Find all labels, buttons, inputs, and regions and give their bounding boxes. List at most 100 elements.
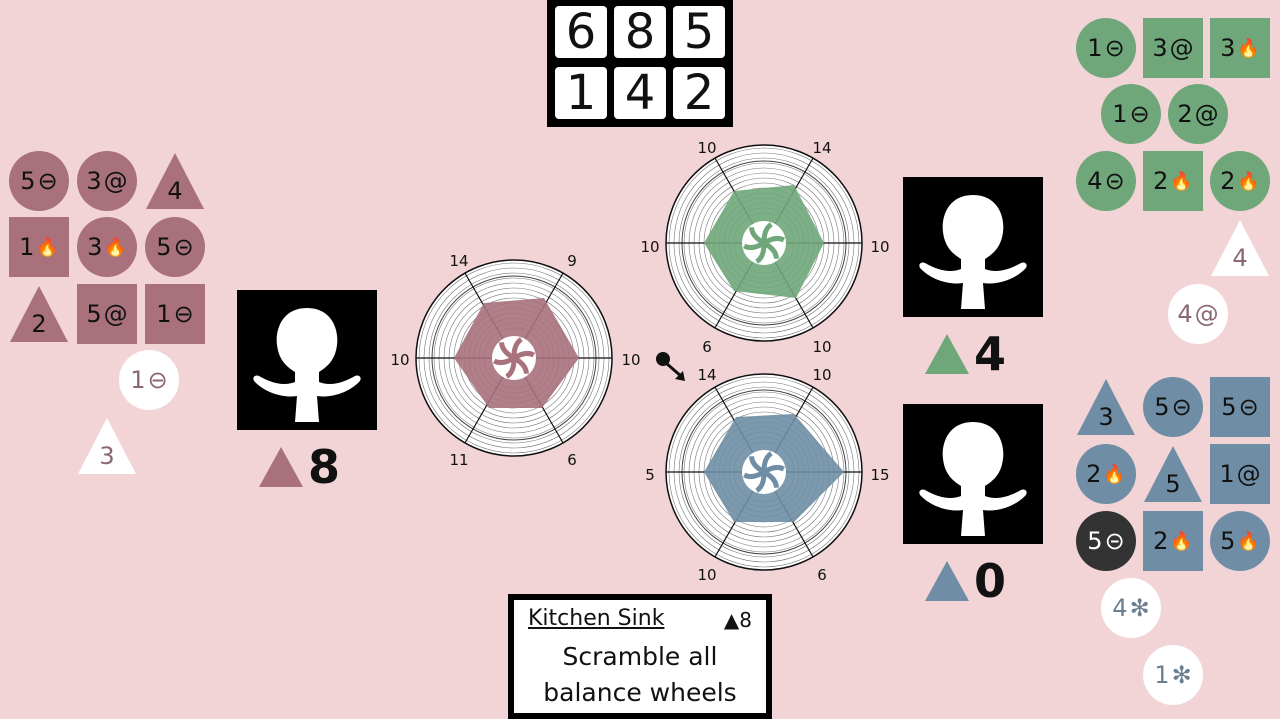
wave-circle-icon: ⊝ bbox=[1238, 393, 1259, 421]
left-token[interactable]: 5@ bbox=[77, 284, 137, 344]
person-icon bbox=[253, 308, 361, 422]
left-token[interactable]: 3🔥 bbox=[77, 217, 137, 277]
green-token[interactable]: 2@ bbox=[1168, 84, 1228, 144]
left-token[interactable]: 1🔥 bbox=[9, 217, 69, 277]
triangle-icon bbox=[146, 153, 204, 209]
green-token[interactable]: 4@ bbox=[1168, 284, 1228, 344]
green-token[interactable]: 2🔥 bbox=[1210, 151, 1270, 211]
left-token[interactable]: 4 bbox=[145, 151, 205, 211]
flame-icon: 🔥 bbox=[1237, 37, 1260, 59]
blue-token[interactable]: 1@ bbox=[1210, 444, 1270, 504]
flame-icon: 🔥 bbox=[36, 236, 59, 258]
left-token[interactable]: 3 bbox=[77, 416, 137, 476]
flame-icon: 🔥 bbox=[104, 236, 127, 258]
triangle-icon bbox=[78, 418, 136, 474]
balance-wheel-graphic bbox=[665, 144, 863, 342]
left-token[interactable]: 1⊖ bbox=[145, 284, 205, 344]
blue-balance-wheel[interactable] bbox=[664, 372, 864, 572]
triangle-icon bbox=[1077, 379, 1135, 435]
green-player-score: 4 bbox=[924, 327, 1006, 381]
spiral-icon: @ bbox=[1236, 460, 1261, 488]
green-token[interactable]: 4⊝ bbox=[1076, 151, 1136, 211]
dial-label: 10 bbox=[812, 366, 832, 384]
counter-digit: 2 bbox=[673, 67, 725, 119]
wave-circle-icon: ⊝ bbox=[1104, 34, 1125, 62]
triangle-icon bbox=[1211, 220, 1269, 276]
score-counter: 6 8 5 1 4 2 bbox=[547, 0, 733, 127]
flame-icon: 🔥 bbox=[1170, 170, 1193, 192]
dial-label: 15 bbox=[870, 466, 890, 484]
wave-circle-icon: ⊝ bbox=[1171, 393, 1192, 421]
blue-player-score: 0 bbox=[924, 554, 1006, 608]
blue-token[interactable]: 3 bbox=[1076, 377, 1136, 437]
green-token[interactable]: 3@ bbox=[1143, 18, 1203, 78]
dial-label: 10 bbox=[640, 238, 660, 256]
green-player-avatar[interactable] bbox=[903, 177, 1043, 317]
dial-label: 6 bbox=[702, 338, 712, 356]
spiral-icon: @ bbox=[103, 300, 128, 328]
left-player-avatar[interactable] bbox=[237, 290, 377, 430]
turn-pointer-icon bbox=[656, 352, 685, 381]
dial-label: 10 bbox=[390, 351, 410, 369]
blue-token[interactable]: 2🔥 bbox=[1076, 444, 1136, 504]
green-token[interactable]: 1⊝ bbox=[1076, 18, 1136, 78]
dial-label: 6 bbox=[817, 566, 827, 584]
dial-label: 14 bbox=[812, 139, 832, 157]
blue-player-avatar[interactable] bbox=[903, 404, 1043, 544]
wave-circle-icon: ⊝ bbox=[1104, 527, 1125, 555]
green-token[interactable]: 4 bbox=[1210, 218, 1270, 278]
flame-icon: 🔥 bbox=[1237, 170, 1260, 192]
minus-circle-icon: ⊖ bbox=[173, 300, 194, 328]
card-text: Scramble all balance wheels bbox=[543, 642, 737, 707]
snowflake-icon: ✻ bbox=[1171, 661, 1192, 689]
wave-circle-icon: ⊝ bbox=[1104, 167, 1125, 195]
flame-icon: 🔥 bbox=[1170, 530, 1193, 552]
left-player-score: 8 bbox=[258, 440, 340, 494]
minus-circle-icon: ⊖ bbox=[37, 167, 58, 195]
dial-label: 10 bbox=[870, 238, 890, 256]
dial-label: 11 bbox=[449, 451, 469, 469]
triangle-icon bbox=[10, 286, 68, 342]
card-title: Kitchen Sink bbox=[528, 606, 665, 631]
blue-token[interactable]: 5⊝ bbox=[1210, 377, 1270, 437]
dial-label: 10 bbox=[697, 566, 717, 584]
green-token[interactable]: 3🔥 bbox=[1210, 18, 1270, 78]
flame-icon: 🔥 bbox=[1237, 530, 1260, 552]
counter-digit: 5 bbox=[673, 6, 725, 58]
left-token[interactable]: 3@ bbox=[77, 151, 137, 211]
left-balance-wheel[interactable] bbox=[414, 258, 614, 458]
green-balance-wheel[interactable] bbox=[664, 143, 864, 343]
dial-label: 10 bbox=[812, 338, 832, 356]
green-token[interactable]: 2🔥 bbox=[1143, 151, 1203, 211]
action-card[interactable]: Kitchen Sink ▲8 Scramble all balance whe… bbox=[508, 594, 772, 719]
spiral-icon: @ bbox=[1194, 100, 1219, 128]
spiral-icon: @ bbox=[1169, 34, 1194, 62]
counter-digit: 1 bbox=[555, 67, 607, 119]
green-token[interactable]: 1⊖ bbox=[1101, 84, 1161, 144]
person-icon bbox=[919, 422, 1027, 536]
flame-icon: 🔥 bbox=[1103, 463, 1126, 485]
blue-token[interactable]: 5⊝ bbox=[1076, 511, 1136, 571]
blue-token[interactable]: 2🔥 bbox=[1143, 511, 1203, 571]
blue-token[interactable]: 5⊝ bbox=[1143, 377, 1203, 437]
blue-token[interactable]: 5🔥 bbox=[1210, 511, 1270, 571]
left-token[interactable]: 2 bbox=[9, 284, 69, 344]
dial-label: 10 bbox=[697, 139, 717, 157]
blue-token[interactable]: 4✻ bbox=[1101, 578, 1161, 638]
minus-circle-icon: ⊖ bbox=[1129, 100, 1150, 128]
blue-token[interactable]: 1✻ bbox=[1143, 645, 1203, 705]
balance-wheel-graphic bbox=[665, 373, 863, 571]
dial-label: 14 bbox=[697, 366, 717, 384]
dial-label: 6 bbox=[567, 451, 577, 469]
wave-circle-icon: ⊝ bbox=[173, 233, 194, 261]
left-token[interactable]: 5⊖ bbox=[9, 151, 69, 211]
balance-wheel-graphic bbox=[415, 259, 613, 457]
left-token[interactable]: 1⊖ bbox=[119, 350, 179, 410]
left-token[interactable]: 5⊝ bbox=[145, 217, 205, 277]
dial-label: 14 bbox=[449, 252, 469, 270]
blue-token[interactable]: 5 bbox=[1143, 444, 1203, 504]
spiral-icon: @ bbox=[103, 167, 128, 195]
dial-label: 10 bbox=[621, 351, 641, 369]
spiral-icon: @ bbox=[1194, 300, 1219, 328]
counter-digit: 8 bbox=[614, 6, 666, 58]
